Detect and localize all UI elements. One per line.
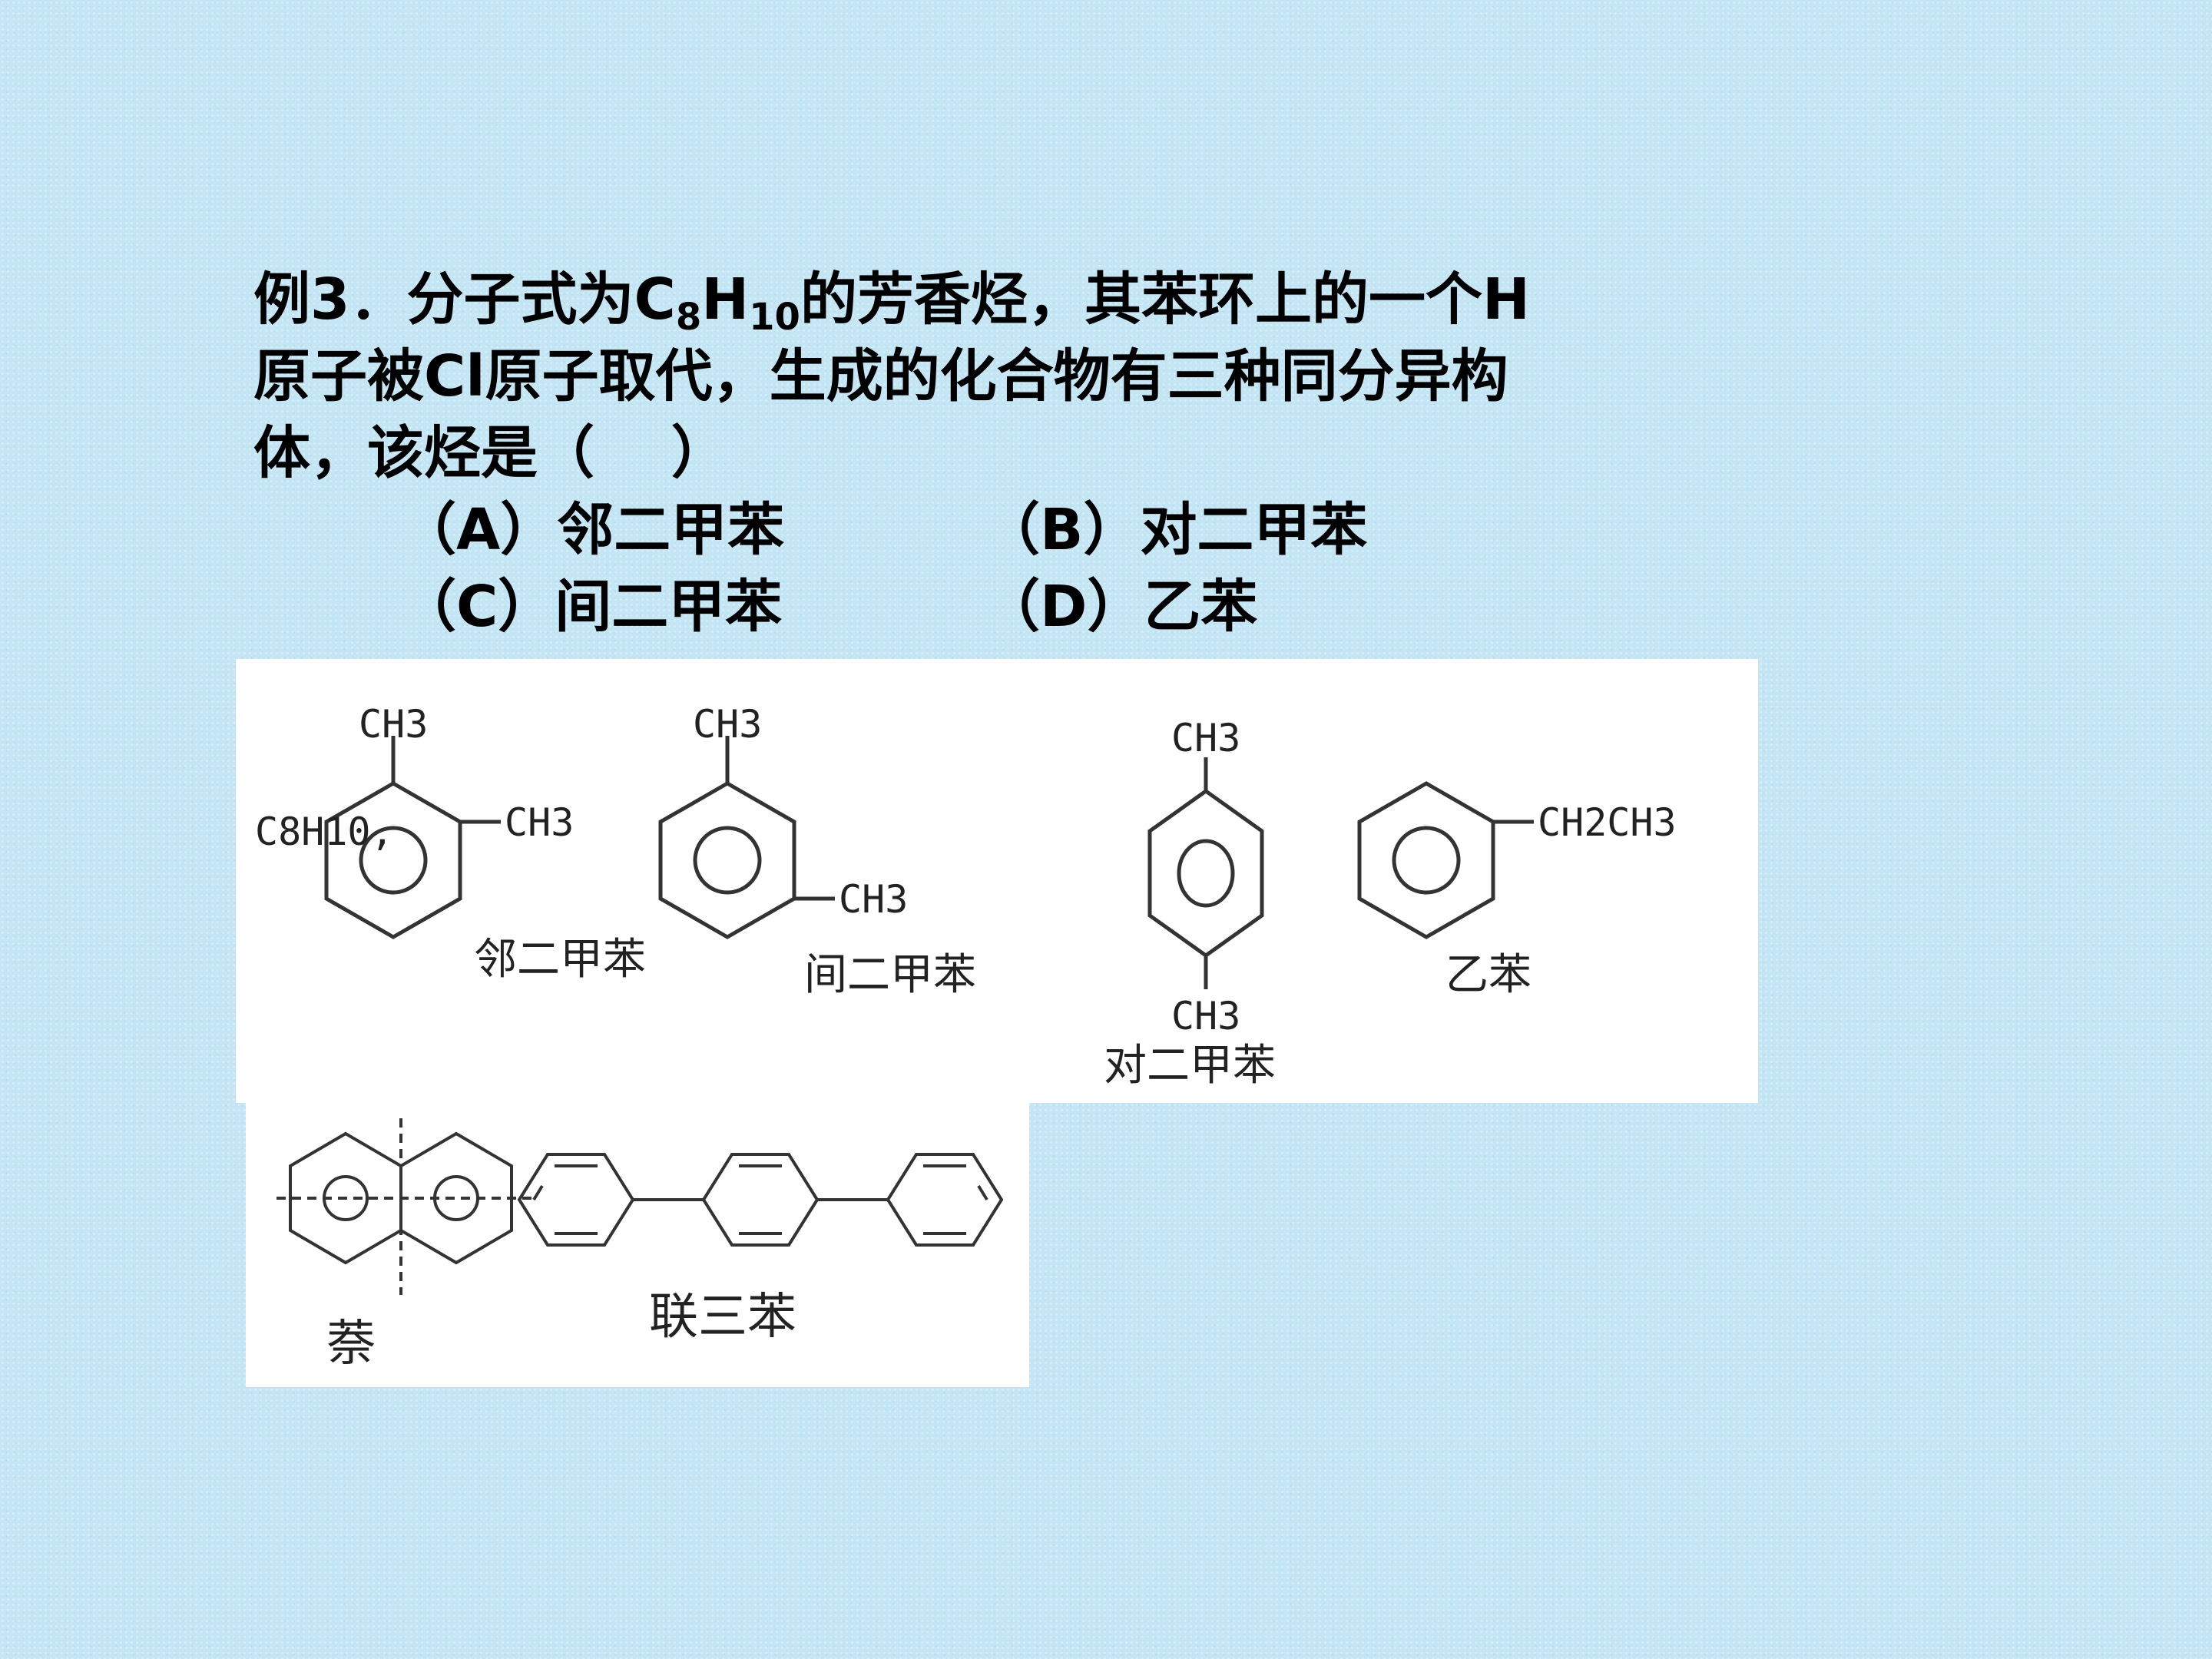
- ortho-aromatic-circle: [359, 826, 428, 895]
- ortho-benzene-ring: [324, 781, 462, 939]
- naphthalene-circle-right: [433, 1175, 479, 1221]
- meta-ch3-right: CH3: [839, 877, 908, 922]
- terphenyl-ring-3: [886, 1153, 1004, 1247]
- ethyl-name: 乙苯: [1445, 950, 1532, 1000]
- meta-name: 间二甲苯: [804, 950, 976, 1000]
- ethyl-benzene-ring: [1357, 781, 1495, 939]
- meta-ch3-top: CH3: [693, 702, 762, 747]
- naphthalene-name: 萘: [326, 1316, 376, 1373]
- question-prefix: 例3．分子式为: [253, 267, 634, 333]
- para-ch3-top: CH3: [1171, 716, 1240, 760]
- ortho-ch3-right: CH3: [505, 800, 574, 845]
- answer-options: （A）邻二甲苯 （B）对二甲苯 （C）间二甲苯 （D）乙苯: [399, 492, 1475, 645]
- formula-label: C8H10,: [255, 810, 394, 854]
- para-name: 对二甲苯: [1104, 1041, 1276, 1091]
- polycyclic-structures-figure: 萘 联三苯: [246, 1103, 1029, 1387]
- isomer-structures-svg: C8H10, CH3 CH3 CH3 CH3 CH3 CH3 CH2CH3 邻二…: [255, 702, 1677, 1091]
- question-text: 例3．分子式为C8H10的芳香烃，其苯环上的一个H 原子被Cl原子取代，生成的化…: [253, 261, 1713, 492]
- ortho-ch3-top: CH3: [359, 702, 428, 747]
- option-b[interactable]: （B）对二甲苯: [983, 497, 1368, 563]
- question-line-2: 原子被Cl原子取代，生成的化合物有三种同分异构: [253, 343, 1508, 409]
- para-ch3-bottom: CH3: [1171, 994, 1240, 1038]
- formula-h-subscript: 10: [749, 296, 800, 339]
- option-c[interactable]: （C）间二甲苯: [399, 574, 783, 640]
- para-benzene-ring: [1147, 788, 1264, 959]
- question-line-3: 体，该烃是（ ）: [253, 420, 728, 486]
- formula-h: H: [701, 267, 750, 333]
- question-line-1-rest: 的芳香烃，其苯环上的一个H: [800, 267, 1530, 333]
- ethyl-aromatic-circle: [1392, 826, 1461, 895]
- meta-benzene-ring: [658, 781, 796, 939]
- terphenyl-ring-1-double-bond-3: [532, 1184, 544, 1201]
- terphenyl-ring-3-double-bond-3: [977, 1184, 988, 1201]
- question-line-1: 例3．分子式为C8H10的芳香烃，其苯环上的一个H: [253, 261, 1713, 338]
- para-aromatic-circle: [1177, 839, 1235, 908]
- option-d[interactable]: （D）乙苯: [983, 574, 1258, 640]
- option-a[interactable]: （A）邻二甲苯: [399, 497, 785, 563]
- polycyclic-structures-svg: 萘 联三苯: [276, 1118, 1004, 1373]
- terphenyl-name: 联三苯: [649, 1289, 796, 1346]
- isomer-structures-figure: C8H10, CH3 CH3 CH3 CH3 CH3 CH3 CH2CH3 邻二…: [236, 659, 1758, 1103]
- meta-aromatic-circle: [693, 826, 762, 895]
- options-row-2: （C）间二甲苯 （D）乙苯: [399, 568, 1475, 645]
- terphenyl-ring-2: [701, 1153, 820, 1247]
- ortho-name: 邻二甲苯: [474, 935, 646, 985]
- formula-c: C: [634, 267, 676, 333]
- formula-c-subscript: 8: [675, 296, 702, 339]
- terphenyl-ring-1: [517, 1153, 635, 1247]
- ethyl-substituent: CH2CH3: [1538, 800, 1677, 845]
- options-row-1: （A）邻二甲苯 （B）对二甲苯: [399, 492, 1475, 568]
